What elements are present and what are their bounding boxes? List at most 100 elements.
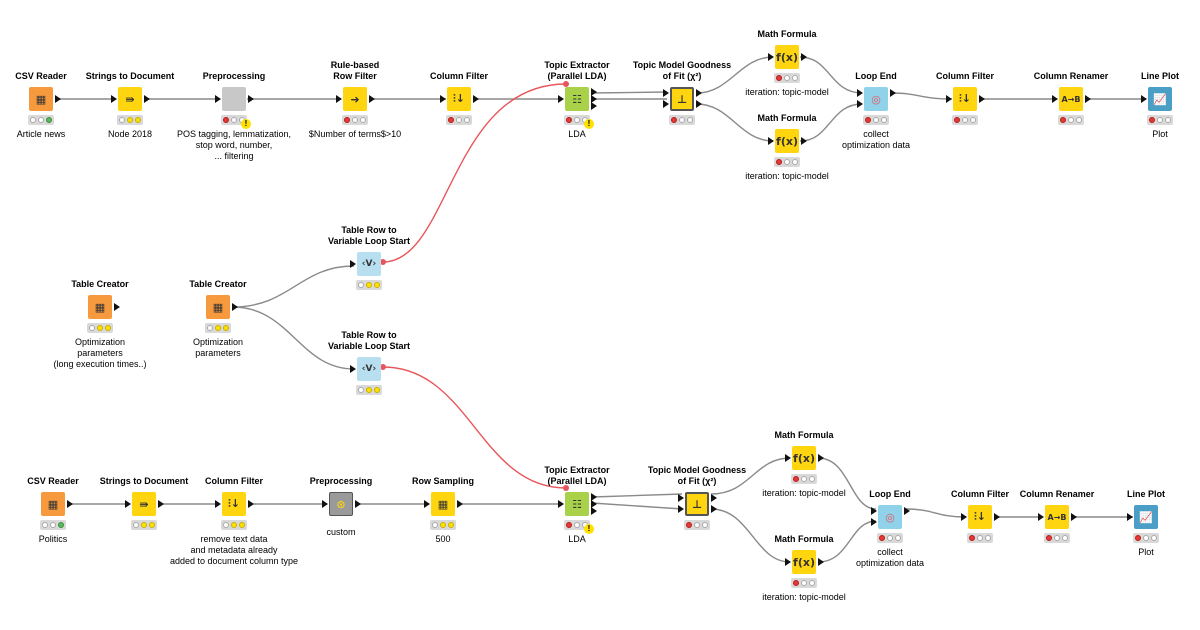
node-label[interactable]: iteration: topic-model: [762, 592, 846, 602]
wire[interactable]: [799, 56, 863, 94]
flow-port[interactable]: [380, 364, 386, 370]
node-table-row-to-variable-loop-start[interactable]: Table Row to Variable Loop Start ‹V›: [299, 225, 439, 290]
node-title: Math Formula: [774, 534, 834, 544]
node-title: Table Row to Variable Loop Start: [327, 225, 411, 246]
node-label[interactable]: iteration: topic-model: [745, 171, 829, 181]
node-status: [863, 115, 889, 125]
node-goodness-of-fit[interactable]: Topic Model Goodness of Fit (χ²) ⊥: [612, 60, 752, 125]
node-status: [87, 323, 113, 333]
node-label[interactable]: Article news: [16, 129, 66, 139]
node-status: [117, 115, 143, 125]
node-loop-end[interactable]: Loop End ◎ collect optimization data: [806, 71, 946, 151]
node-math-formula[interactable]: Math Formula f(x) iteration: topic-model: [734, 534, 874, 603]
node-title: Strings to Document: [99, 476, 189, 486]
wire[interactable]: [696, 56, 774, 94]
wire[interactable]: [710, 508, 791, 563]
node-label[interactable]: Optimization parameters (long execution …: [53, 337, 147, 369]
node-label[interactable]: Politics: [38, 534, 68, 544]
node-title: Column Filter: [205, 476, 263, 486]
node-label[interactable]: Plot: [1138, 547, 1154, 557]
node-csv-reader[interactable]: CSV Reader ▦ Politics: [0, 476, 123, 545]
wire[interactable]: [799, 103, 863, 142]
node-status: [205, 323, 231, 333]
loop-start-icon: ‹V›: [357, 357, 381, 381]
node-label[interactable]: custom: [326, 527, 356, 537]
node-title: Line Plot: [1141, 71, 1179, 81]
node-label[interactable]: collect optimization data: [855, 547, 925, 568]
column-filter-icon: ⫶↓: [447, 87, 471, 111]
node-status: [221, 520, 247, 530]
column-filter-icon: ⫶↓: [953, 87, 977, 111]
wire[interactable]: [890, 92, 953, 100]
node-table-creator[interactable]: Table Creator ▦ Optimization parameters: [148, 279, 288, 359]
wire[interactable]: [591, 91, 668, 94]
node-line-plot[interactable]: Line Plot 📈 Plot: [1090, 71, 1200, 140]
node-table-creator[interactable]: Table Creator ▦ Optimization parameters …: [30, 279, 170, 370]
node-preprocessing[interactable]: Preprocessing ⊙ custom: [271, 476, 411, 538]
node-column-filter[interactable]: Column Filter ⫶↓: [895, 71, 1035, 125]
flow-port[interactable]: [380, 259, 386, 265]
wire[interactable]: [232, 306, 355, 370]
chart-bar-icon: ⊥: [685, 492, 709, 516]
node-goodness-of-fit[interactable]: Topic Model Goodness of Fit (χ²) ⊥: [627, 465, 767, 530]
node-column-renamer[interactable]: Column Renamer A→B: [987, 489, 1127, 543]
node-row-sampling[interactable]: Row Sampling ▦ 500: [373, 476, 513, 545]
column-filter-icon: ⫶↓: [968, 505, 992, 529]
fx-icon: f(x): [775, 45, 799, 69]
node-column-filter[interactable]: Column Filter ⫶↓: [389, 71, 529, 125]
flow-wire[interactable]: [382, 83, 567, 263]
node-label[interactable]: 500: [435, 534, 451, 544]
node-title: Math Formula: [774, 430, 834, 440]
node-topic-extractor[interactable]: Topic Extractor (Parallel LDA) ☷ ! LDA: [507, 60, 647, 140]
node-label[interactable]: LDA: [568, 129, 586, 139]
node-strings-to-document[interactable]: Strings to Document ⇛ Node 2018: [60, 71, 200, 140]
node-title: Column Filter: [951, 489, 1009, 499]
node-title: Column Filter: [936, 71, 994, 81]
node-label[interactable]: POS tagging, lemmatization, stop word, n…: [176, 129, 292, 161]
node-label[interactable]: collect optimization data: [841, 129, 911, 150]
node-rule-based-row-filter[interactable]: Rule-based Row Filter ➜ $Number of terms…: [285, 60, 425, 140]
node-line-plot[interactable]: Line Plot 📈 Plot: [1076, 489, 1200, 558]
node-label[interactable]: Plot: [1152, 129, 1168, 139]
node-title: Loop End: [869, 489, 911, 499]
node-title: Table Row to Variable Loop Start: [327, 330, 411, 351]
node-label[interactable]: remove text data and metadata already ad…: [169, 534, 299, 566]
node-math-formula[interactable]: Math Formula f(x) iteration: topic-model: [717, 29, 857, 98]
node-csv-reader[interactable]: CSV Reader ▦ Article news: [0, 71, 111, 140]
node-math-formula[interactable]: Math Formula f(x) iteration: topic-model: [717, 113, 857, 182]
flow-port[interactable]: [563, 485, 569, 491]
wire[interactable]: [817, 520, 877, 563]
node-title: Column Renamer: [1019, 489, 1095, 499]
wire[interactable]: [817, 457, 877, 510]
node-status: [131, 520, 157, 530]
node-label[interactable]: iteration: topic-model: [745, 87, 829, 97]
wire[interactable]: [696, 103, 774, 142]
document-icon: ⇛: [132, 492, 156, 516]
node-label[interactable]: Node 2018: [107, 129, 153, 139]
node-label[interactable]: Optimization parameters: [192, 337, 244, 358]
wire[interactable]: [904, 508, 967, 518]
warning-icon: !: [584, 119, 594, 129]
node-column-filter[interactable]: Column Filter ⫶↓ remove text data and me…: [164, 476, 304, 567]
node-column-renamer[interactable]: Column Renamer A→B: [1001, 71, 1141, 125]
node-label[interactable]: LDA: [568, 534, 586, 544]
wire[interactable]: [591, 493, 683, 498]
node-label[interactable]: iteration: topic-model: [762, 488, 846, 498]
node-label[interactable]: $Number of terms$>10: [308, 129, 402, 139]
node-loop-end[interactable]: Loop End ◎ collect optimization data: [820, 489, 960, 569]
node-table-row-to-variable-loop-start[interactable]: Table Row to Variable Loop Start ‹V›: [299, 330, 439, 395]
warning-icon: !: [241, 119, 251, 129]
node-title: Math Formula: [757, 113, 817, 123]
node-topic-extractor[interactable]: Topic Extractor (Parallel LDA) ☷ ! LDA: [507, 465, 647, 545]
wire[interactable]: [232, 265, 355, 308]
wire[interactable]: [591, 502, 683, 510]
node-column-filter[interactable]: Column Filter ⫶↓: [910, 489, 1050, 543]
node-preprocessing[interactable]: Preprocessing ! POS tagging, lemmatizati…: [164, 71, 304, 162]
flow-wire[interactable]: [382, 366, 567, 489]
node-title: Topic Extractor (Parallel LDA): [544, 60, 610, 81]
node-strings-to-document[interactable]: Strings to Document ⇛: [74, 476, 214, 530]
node-math-formula[interactable]: Math Formula f(x) iteration: topic-model: [734, 430, 874, 499]
flow-port[interactable]: [563, 81, 569, 87]
node-status: [774, 157, 800, 167]
wire[interactable]: [710, 457, 791, 495]
